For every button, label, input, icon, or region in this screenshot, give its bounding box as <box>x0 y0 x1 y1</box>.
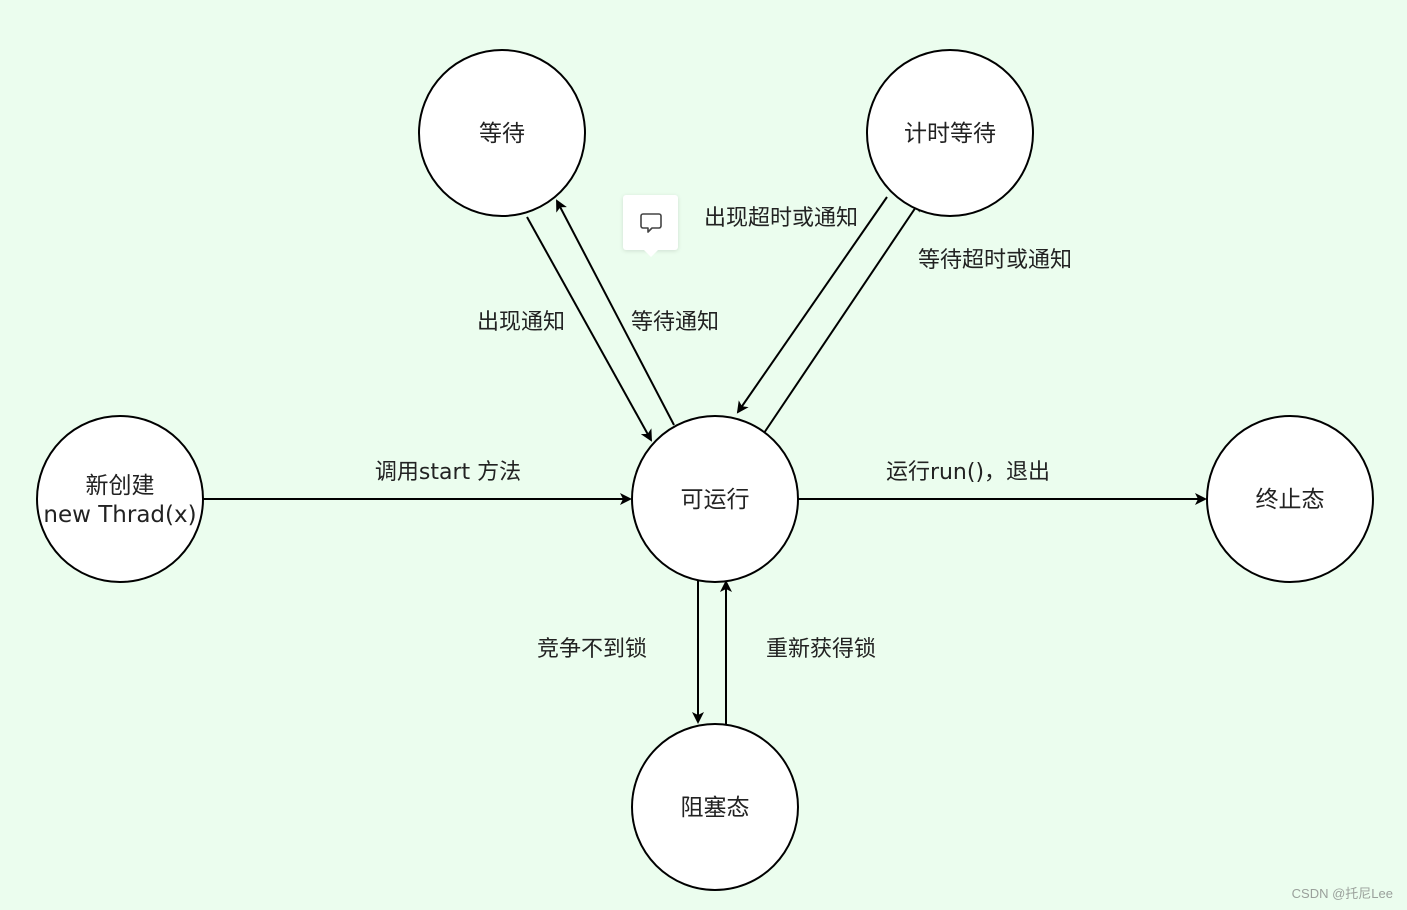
edge-wait-timeout-notify-label: 等待超时或通知 <box>918 248 1072 273</box>
edge-timeout-notify <box>736 196 888 414</box>
node-new-label-1: 新创建 <box>86 473 155 499</box>
edge-wait-notify <box>556 199 675 426</box>
edge-run-exit-label: 运行run()，退出 <box>886 460 1050 485</box>
comment-button[interactable] <box>623 195 678 257</box>
node-runnable: 可运行 <box>631 415 799 583</box>
node-terminated: 终止态 <box>1206 415 1374 583</box>
node-new-label-2: new Thrad(x) <box>43 502 196 528</box>
edge-start-label: 调用start 方法 <box>375 460 521 485</box>
node-blocked: 阻塞态 <box>631 723 799 891</box>
watermark: CSDN @托尼Lee <box>1291 886 1393 901</box>
node-timed-waiting-label: 计时等待 <box>904 121 996 147</box>
comment-icon <box>639 212 662 233</box>
edge-timeout-notify-label: 出现超时或通知 <box>704 206 858 231</box>
edge-compete-lock-label: 竞争不到锁 <box>537 637 647 662</box>
edge-wait-timeout-notify <box>763 199 922 434</box>
node-waiting-label: 等待 <box>479 121 525 147</box>
edge-reacquire-lock-label: 重新获得锁 <box>766 637 876 662</box>
node-timed-waiting: 计时等待 <box>866 49 1034 217</box>
edge-notify-label: 出现通知 <box>477 310 565 335</box>
node-terminated-label: 终止态 <box>1256 487 1325 513</box>
edge-wait-notify-label: 等待通知 <box>631 310 719 335</box>
node-blocked-label: 阻塞态 <box>681 795 750 821</box>
node-runnable-label: 可运行 <box>681 487 750 513</box>
node-new: 新创建 new Thrad(x) <box>36 415 204 583</box>
node-waiting: 等待 <box>418 49 586 217</box>
edge-notify <box>526 216 652 442</box>
